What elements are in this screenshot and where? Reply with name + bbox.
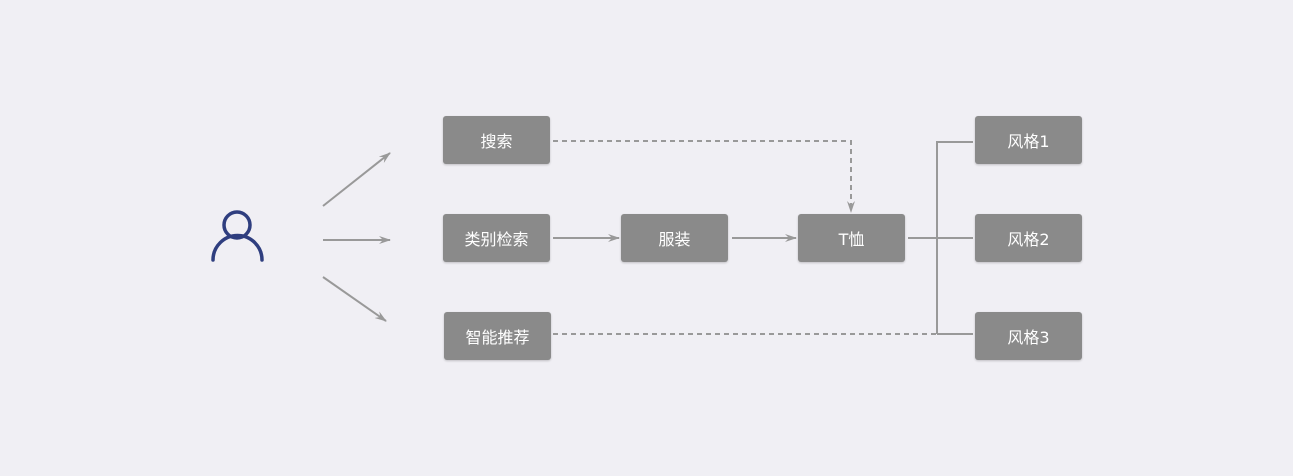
node-style1: 风格1: [975, 116, 1082, 164]
node-smart-recommend: 智能推荐: [444, 312, 551, 360]
node-style3: 风格3: [975, 312, 1082, 360]
node-tshirt: T恤: [798, 214, 905, 262]
node-search: 搜索: [443, 116, 550, 164]
user-icon: [211, 210, 264, 262]
node-category-search: 类别检索: [443, 214, 550, 262]
node-style2: 风格2: [975, 214, 1082, 262]
arrow-user-to-recommend: [322, 276, 387, 322]
dashed-search-to-tshirt: [553, 140, 855, 213]
arrow-user-to-search: [322, 152, 391, 207]
node-clothing: 服装: [621, 214, 728, 262]
